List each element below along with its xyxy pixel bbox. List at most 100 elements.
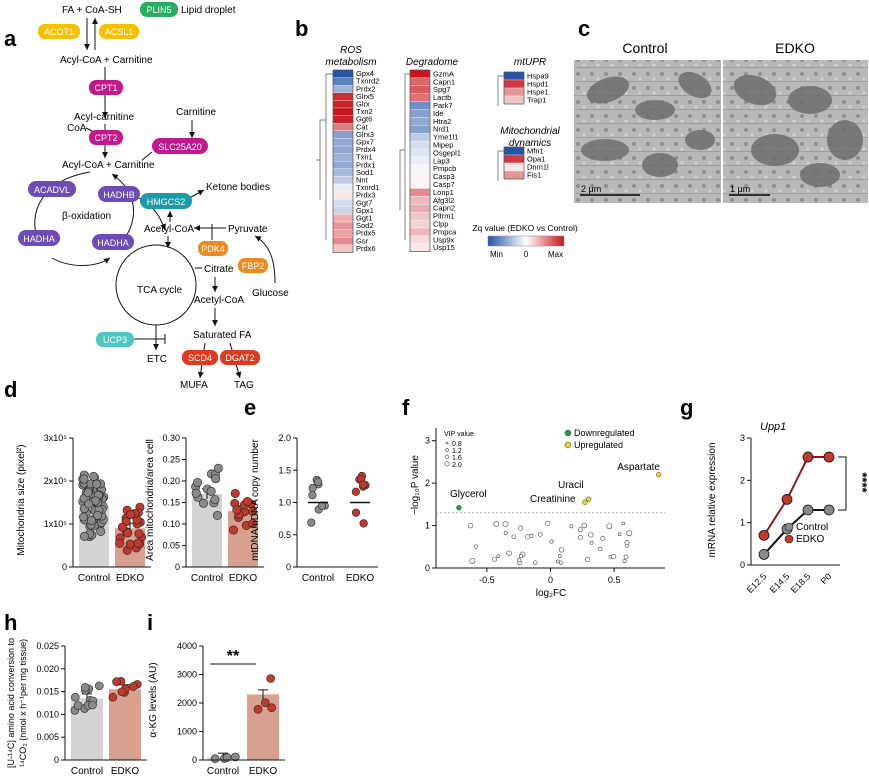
heatmap-cell [503, 87, 525, 97]
data-point [126, 509, 136, 519]
data-point [212, 510, 222, 520]
heatmap-cell [409, 172, 431, 181]
enzyme-hmgcs2: HMGCS2 [147, 197, 186, 207]
enzyme-hadha-1: HADHA [23, 234, 55, 244]
data-point [243, 497, 253, 507]
metabolite-ketone-bodies: Ketone bodies [206, 182, 270, 193]
heatmap-dynamics-title-2: dynamics [509, 138, 551, 149]
metabolite-acyl-carnitine: Acyl-carnitine [74, 112, 134, 123]
y-tick-label: 0.025 [36, 641, 59, 651]
heatmap-cell [409, 219, 431, 229]
x-tick-label: EDKO [111, 766, 140, 777]
enzyme-ucp3-shape [96, 332, 134, 347]
metabolite-mufa: MUFA [180, 380, 208, 391]
x-axis-label: log₂FC [536, 588, 567, 599]
data-point [758, 549, 770, 560]
heatmap-gene-label: Ggt1 [356, 214, 372, 223]
data-point [308, 491, 317, 500]
y-tick-label: 0.30 [162, 433, 180, 443]
heatmap-gene-label: Yme1l1 [433, 133, 458, 142]
data-point [617, 532, 622, 537]
point-label: Aspartate [617, 462, 660, 473]
y-tick-label: 0.005 [36, 732, 59, 742]
enzyme-fbp2: FBP2 [242, 261, 265, 271]
heatmap-cell [332, 100, 354, 109]
data-point [802, 451, 814, 463]
data-point [134, 529, 144, 539]
chart-title: Upp1 [760, 421, 786, 433]
point-label: Glycerol [450, 489, 487, 500]
data-point [496, 554, 500, 559]
heatmap-gene-label: Nrd1 [433, 125, 449, 134]
data-point [210, 495, 220, 505]
metabolite-acyl-coa-carnitine-1: Acyl-CoA + Carnitine [60, 55, 153, 66]
heatmap-gene-label: Glrx3 [356, 130, 374, 139]
data-point [549, 539, 554, 544]
data-point [503, 530, 508, 535]
data-point [117, 522, 127, 532]
heatmap-cell [503, 170, 525, 180]
enzyme-cpt1: CPT1 [94, 83, 117, 93]
data-point [600, 535, 606, 541]
data-point [351, 508, 361, 517]
data-point [230, 488, 240, 498]
metabolite-pyruvate: Pyruvate [228, 224, 268, 235]
panel-letter-d: d [4, 377, 17, 402]
x-tick-label: EDKO [229, 573, 258, 584]
data-point [802, 504, 814, 516]
heatmap-gene-label: Ggt6 [356, 115, 372, 124]
heatmap-gene-label: Hspe1 [527, 88, 549, 97]
heatmap-gene-label: Spg7 [433, 85, 451, 94]
heatmap-gene-label: Pmpcb [433, 164, 456, 173]
data-point [558, 560, 564, 565]
x-tick-label: Control [71, 766, 103, 777]
y-tick-label: 0.5 [278, 530, 291, 540]
heatmap-gene-label: Capn1 [433, 77, 455, 86]
enzyme-hmgcs2-shape [140, 193, 192, 209]
data-point [253, 705, 263, 714]
data-point [606, 523, 613, 530]
heatmap-cell [332, 221, 354, 230]
data-point [823, 451, 835, 463]
data-point [112, 677, 121, 686]
legend-down-symbol [564, 429, 572, 437]
y-tick-label: 2x10⁵ [44, 476, 68, 486]
data-point [307, 518, 316, 527]
x-tick-label: Control [207, 766, 239, 777]
heatmap-cell [503, 146, 525, 156]
heatmap-gene-label: Afg3l2 [433, 196, 454, 205]
data-point [351, 487, 360, 496]
enzyme-dgat2-shape [220, 350, 260, 365]
x-tick-label: Control [302, 573, 334, 584]
data-point [86, 516, 96, 526]
heatmap-legend-zero: 0 [524, 250, 529, 259]
legend-down-label: Downregulated [574, 428, 635, 438]
heatmap-cell [332, 168, 354, 177]
panel-letter-g: g [680, 395, 693, 420]
y-tick-label: 0.05 [162, 541, 180, 551]
y-tick-label: 1.0 [278, 498, 291, 508]
heatmap-gene-label: Sod2 [356, 221, 374, 230]
heatmap-cell [332, 115, 354, 124]
heatmap-cell [332, 176, 354, 185]
data-point [517, 558, 522, 563]
heatmap-cell [409, 109, 431, 118]
heatmap-gene-label: Txnrd2 [356, 77, 379, 86]
data-point [84, 499, 94, 509]
y-axis-label: α-KG levels (AU) [148, 662, 159, 737]
data-point [198, 498, 208, 508]
data-point [623, 554, 629, 560]
panel-letter-f: f [402, 395, 410, 420]
heatmap-gene-label: Mfn1 [527, 147, 544, 156]
enzyme-dgat2: DGAT2 [225, 353, 254, 363]
em-panel: Control EDKO 2 μm 1 μm [574, 40, 868, 203]
y-tick-label: 3000 [177, 670, 197, 680]
heatmap-gene-label: Prdx4 [356, 145, 376, 154]
heatmap-gene-label: Txn2 [356, 107, 373, 116]
heatmap-gene-label: Glrx [356, 100, 370, 109]
data-point [94, 681, 104, 691]
